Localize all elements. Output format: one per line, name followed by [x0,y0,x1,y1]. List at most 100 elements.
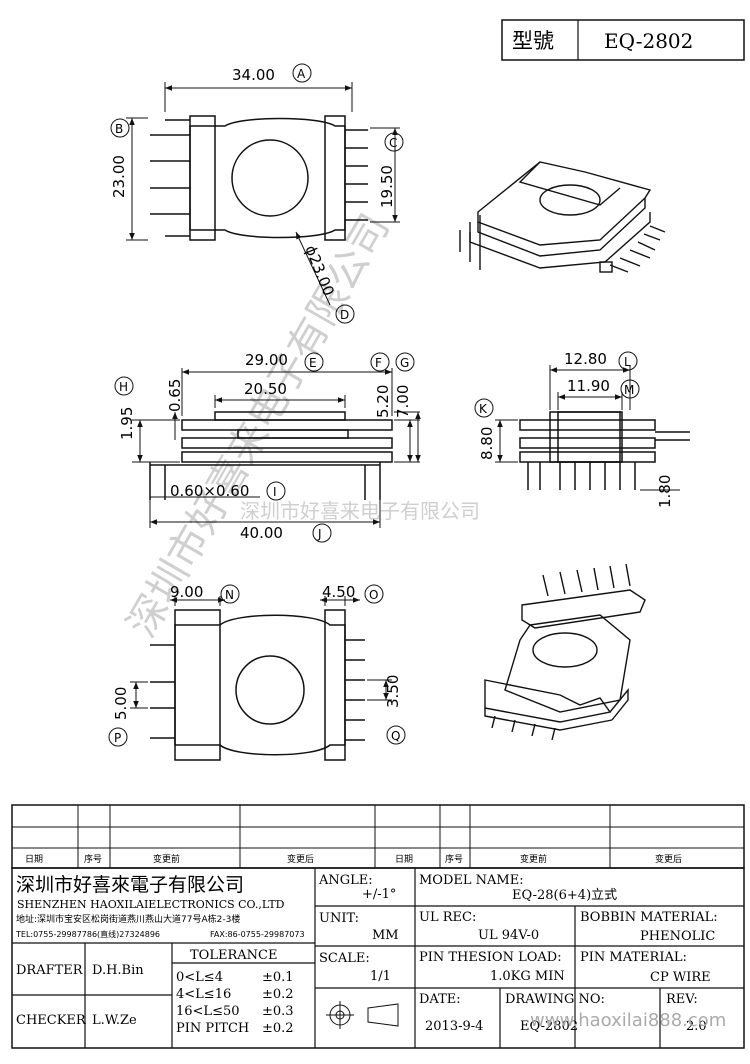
angle-value: +/-1° [362,887,396,902]
svg-text:O: O [369,588,378,602]
bottom-view-dims [130,596,392,709]
company-address: 地址:深圳市宝安区松岗街道燕川燕山大道77号A栋2-3楼 [16,913,240,925]
dim-2050: 20.50 [244,380,287,398]
rev-value: 2.0 [686,1019,707,1034]
top-view-dims [126,82,400,306]
company-name-cn: 深圳市好喜來電子有限公司 [16,874,244,896]
dim-k: 8.80 [478,427,496,460]
unit-label: UNIT: [319,911,359,926]
dim-b: 23.00 [110,155,128,198]
end-view [519,411,690,490]
ul-rec-value: UL 94V-0 [478,928,539,943]
angle-label: ANGLE: [318,873,373,888]
svg-text:H: H [119,380,128,394]
drafter-label: DRAFTER [16,963,84,978]
watermark-horizontal: 深圳市好喜来电子有限公司 [240,499,480,523]
svg-text:D: D [340,308,349,322]
rev-label: REV: [666,992,698,1007]
company-name-en: SHENZHEN HAOXILAIELECTRONICS CO.,LTD [17,898,285,911]
svg-text:Q: Q [391,729,400,743]
marker-d: D [335,304,355,324]
company-fax: FAX:86-0755-29987073 [210,930,305,939]
svg-text:A: A [297,67,306,81]
bobbin-label: BOBBIN MATERIAL: [580,910,718,925]
model-name-label: MODEL NAME: [419,873,524,888]
rev-header-before-2: 变更前 [520,853,547,865]
svg-text:M: M [624,383,634,397]
marker-f: F [370,352,390,372]
unit-value: MM [372,928,399,943]
dim-e: 29.00 [245,351,288,369]
company-tel: TEL:0755-29987786(直线)27324896 [15,929,160,939]
bottom-view [150,609,365,761]
tol-range-1: 0<L≤4 [176,970,223,985]
pin-load-label: PIN THESION LOAD: [419,950,562,965]
watermark-vertical: 深圳市好喜来电子有限公司 [119,206,399,645]
pin-mat-value: CP WIRE [650,970,711,985]
drawing-no-label: DRAWING NO: [505,992,605,1007]
marker-c: C [384,132,404,152]
marker-j: J [312,523,332,543]
svg-text:B: B [115,122,123,136]
marker-a: A [292,63,312,83]
dim-n: 9.00 [170,583,203,601]
svg-text:C: C [389,136,397,150]
dim-180: 1.80 [656,475,674,508]
svg-text:E: E [309,356,317,370]
ul-rec-label: UL REC: [419,910,476,925]
svg-text:N: N [225,588,234,602]
dim-i: 0.60×0.60 [170,482,249,500]
tol-value-2: ±0.2 [262,987,294,1002]
rev-header-seq-2: 序号 [445,853,463,865]
tolerance-label: TOLERANCE [190,948,277,963]
tol-value-4: ±0.2 [262,1021,294,1036]
side-view-dims [132,368,421,528]
watermark-url: www.haoxilai888.com [530,1010,726,1031]
rev-header-after-1: 变更后 [287,853,314,865]
dim-m: 11.90 [567,377,610,395]
model-name-value: EQ-28(6+4)立式 [512,888,617,903]
drawing-no-value: EQ-2802 [520,1019,578,1034]
marker-m: M [620,379,640,399]
dim-j: 40.00 [240,524,283,542]
revision-table [11,804,745,869]
dim-q: 3.50 [384,675,402,708]
scale-label: SCALE: [319,951,370,966]
svg-text:L: L [624,355,631,369]
title-block [11,867,745,1049]
pin-mat-label: PIN MATERIAL: [580,950,687,965]
svg-text:P: P [114,731,121,745]
rev-header-after-2: 变更后 [655,853,682,865]
model-label: 型號 [512,29,554,53]
tol-value-3: ±0.3 [262,1004,294,1019]
dim-p: 5.00 [112,687,130,720]
date-label: DATE: [419,992,461,1007]
marker-h: H [114,376,134,396]
marker-n: N [220,584,240,604]
marker-g: G [395,352,415,372]
isometric-view-bottom [484,563,646,741]
tol-range-3: 16<L≤50 [176,1004,240,1019]
dim-h: 1.95 [118,407,136,440]
dim-065: 0.65 [166,379,184,412]
dim-f: 5.20 [374,385,392,418]
pin-load-value: 1.0KG MIN [490,969,565,984]
dim-c: 19.50 [378,165,396,208]
dim-l: 12.80 [564,350,607,368]
marker-k: K [474,398,494,418]
svg-text:F: F [375,356,382,370]
svg-text:G: G [400,356,409,370]
dim-o: 4.50 [322,583,355,601]
marker-l: L [618,351,638,371]
bobbin-value: PHENOLIC [640,929,715,944]
dim-a: 34.00 [232,66,275,84]
marker-p: P [108,727,128,747]
tol-range-4: PIN PITCH [176,1021,249,1036]
tol-range-2: 4<L≤16 [176,987,231,1002]
checker-value: L.W.Ze [92,1013,137,1028]
scale-value: 1/1 [370,969,391,984]
marker-q: Q [386,725,406,745]
rev-header-date-1: 日期 [25,854,43,865]
rev-header-date-2: 日期 [395,854,413,865]
